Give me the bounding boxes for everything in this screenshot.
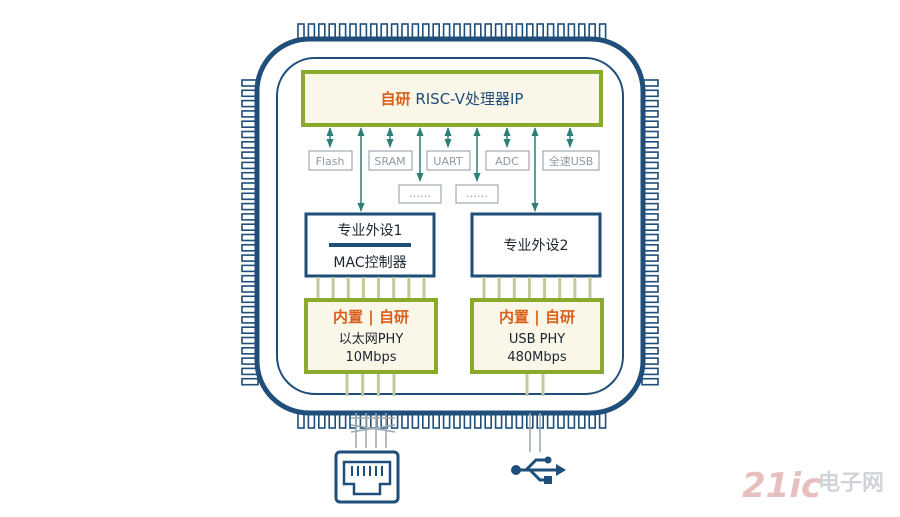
- adc-label: ADC: [495, 155, 519, 168]
- usb-phy-tag: 内置 | 自研: [499, 308, 575, 327]
- phy-stub: [376, 374, 380, 396]
- phy-link: [377, 277, 381, 299]
- uart-box: [426, 150, 471, 171]
- watermark-logo: 21ic 电子网: [742, 466, 884, 506]
- processor-box: [301, 70, 603, 127]
- ethernet-phy-box: [304, 298, 438, 374]
- bus-arrows: [326, 127, 574, 212]
- phy-stub: [541, 374, 545, 396]
- peripheral-row: Flash SRAM UART ADC 全速USB …… ……: [308, 150, 600, 204]
- phy-link: [588, 277, 592, 299]
- usb-phy-speed: 480Mbps: [507, 350, 567, 365]
- phy-link: [346, 277, 350, 299]
- package-pin: [641, 377, 659, 386]
- sram-box: [368, 150, 413, 171]
- usb-fs-box: [542, 150, 600, 171]
- phy-link: [316, 277, 320, 299]
- phy-link: [392, 277, 396, 299]
- processor-prefix: 自研: [381, 90, 411, 108]
- ethernet-phy-tag: 内置 | 自研: [333, 308, 409, 327]
- usb-phy-name: USB PHY: [509, 332, 565, 347]
- phy-link: [512, 277, 516, 299]
- ethernet-phy-speed: 10Mbps: [345, 350, 396, 365]
- usb-fs-label: 全速USB: [549, 154, 594, 168]
- flash-label: Flash: [316, 155, 345, 168]
- phy-links: [316, 277, 592, 396]
- more-box-1: [398, 184, 442, 204]
- phy-link: [361, 277, 365, 299]
- external-wiring: [350, 413, 541, 452]
- eth-wire-cross: [350, 417, 396, 433]
- processor-name: RISC-V处理器IP: [411, 90, 524, 108]
- usb-phy-box: [470, 298, 604, 374]
- phy-stub: [361, 374, 365, 396]
- phy-link: [497, 277, 501, 299]
- more-label-2: ……: [466, 187, 488, 200]
- phy-stub: [345, 374, 349, 396]
- more-label-1: ……: [409, 187, 431, 200]
- phy-link: [407, 277, 411, 299]
- phy-link: [573, 277, 577, 299]
- watermark-text: 电子网: [818, 471, 884, 496]
- special-peripheral-1-title: 专业外设1: [338, 223, 403, 239]
- phy-link: [482, 277, 486, 299]
- usb-icon: [511, 456, 566, 484]
- phy-stub: [392, 374, 396, 396]
- phy-link: [331, 277, 335, 299]
- special-peripheral-2-box: [470, 212, 602, 278]
- phy-stub: [525, 374, 529, 396]
- uart-label: UART: [433, 155, 462, 168]
- phy-link: [527, 277, 531, 299]
- sram-label: SRAM: [374, 155, 405, 168]
- phy-link: [558, 277, 562, 299]
- ethernet-phy-name: 以太网PHY: [339, 332, 404, 347]
- flash-box: [308, 150, 353, 171]
- phy-link: [543, 277, 547, 299]
- package-pin: [241, 377, 259, 386]
- processor-label: 自研 RISC-V处理器IP: [381, 90, 524, 108]
- special-peripheral-2-title: 专业外设2: [504, 238, 569, 254]
- phy-link: [422, 277, 426, 299]
- ethernet-port-icon: [334, 450, 400, 504]
- special-peripheral-1-sub: MAC控制器: [333, 255, 406, 271]
- watermark-logo-mark: 21ic: [742, 466, 821, 506]
- more-box-2: [455, 184, 499, 204]
- adc-box: [485, 150, 530, 171]
